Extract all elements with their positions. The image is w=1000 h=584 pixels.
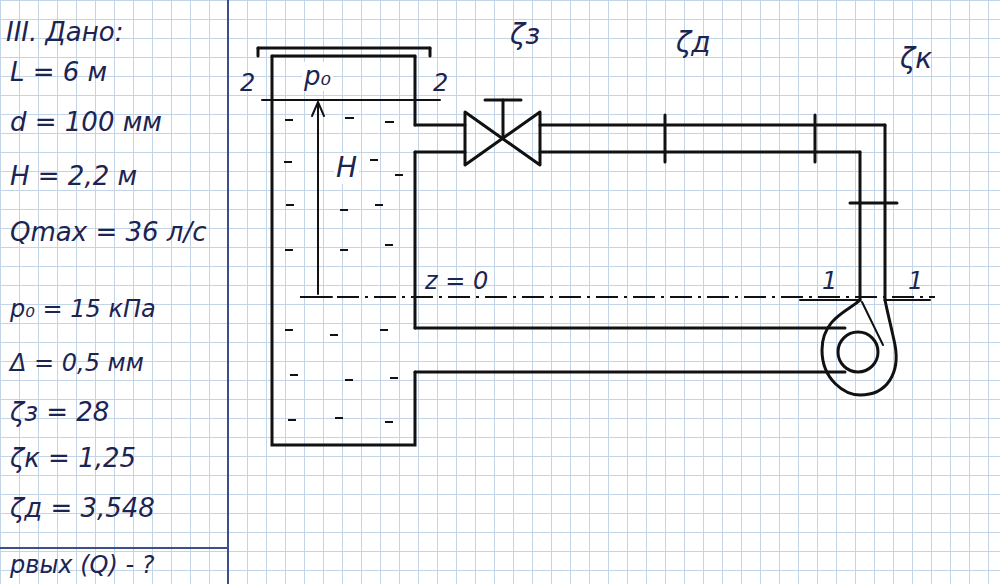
given-value: ζд = 3,548 [10, 494, 155, 523]
given-value: d = 100 мм [10, 108, 162, 137]
given-value: H = 2,2 м [10, 162, 137, 191]
given-value: L = 6 м [10, 58, 107, 87]
tank: p₀ H [274, 58, 413, 443]
section-number: 2 [433, 70, 448, 96]
given-value: Δ = 0,5 мм [10, 350, 144, 376]
given-value: ζз = 28 [10, 398, 109, 427]
loss-coefficient: ζк [900, 44, 932, 75]
section-number: 2 [240, 70, 255, 96]
given-value: Qmax = 36 л/с [10, 218, 206, 247]
section-number: 1 [822, 268, 837, 294]
depth-label: H [334, 153, 359, 184]
given-heading: III. Дано: [6, 18, 123, 47]
given-value: p₀ = 15 кПа [10, 296, 156, 322]
loss-coefficient: ζд [676, 28, 711, 59]
section-number: 1 [908, 268, 923, 294]
datum-label: z = 0 [425, 268, 488, 294]
unknown-value: pвых (Q) - ? [10, 552, 154, 578]
loss-coefficient: ζз [510, 20, 540, 51]
pressure-label: p₀ [302, 62, 333, 91]
given-value: ζк = 1,25 [10, 444, 136, 473]
